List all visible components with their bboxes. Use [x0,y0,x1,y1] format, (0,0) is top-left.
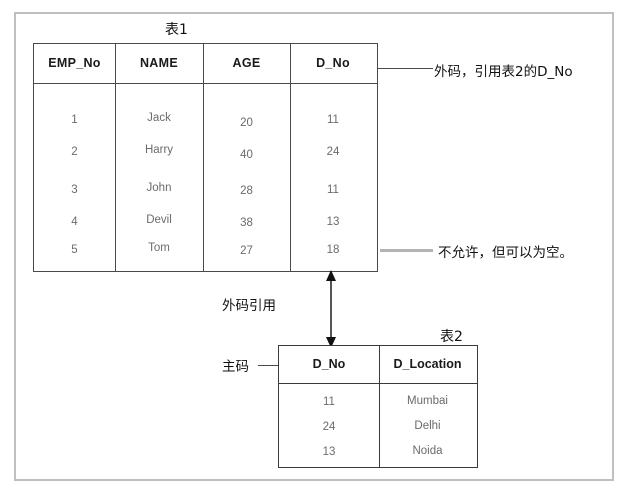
table1-header-d-no: D_No [316,56,350,70]
table2-header-d-location: D_Location [393,357,462,371]
table1-col-divider-3 [290,44,291,271]
table1-row: 24 [326,146,340,158]
foreign-key-reference-arrow [326,270,336,348]
foreign-key-connector-line [378,68,433,69]
table1-header-age: AGE [232,56,261,70]
table2-header-d-no: D_No [312,357,346,371]
primary-key-label: 主码 [222,359,249,375]
table1-row: 18 [326,244,340,256]
table2-row: 11 [323,396,335,408]
table1-col-divider-2 [203,44,204,271]
table2-col-divider-1 [379,346,380,467]
table2-header-rule [279,383,477,384]
table1-header-name: NAME [139,56,178,70]
table1-row: 2 [71,146,78,158]
table1-row: 27 [240,245,253,257]
employee-table: EMP_No NAME AGE D_No 1 Jack 20 11 2 Harr… [33,43,378,272]
nullable-connector-line [380,249,433,252]
foreign-key-annotation: 外码，引用表2的D_No [434,64,573,80]
outer-frame [14,12,614,481]
table2-row: Delhi [414,420,441,432]
table1-row: Tom [148,242,170,254]
table1-row: Devil [146,214,172,226]
table1-row: 4 [71,216,78,228]
table2-row: 24 [322,421,336,433]
table2-row: Noida [412,445,443,457]
table1-row: 38 [240,217,253,229]
table1-row: 1 [71,114,78,126]
table1-row: 5 [71,244,78,256]
table2-row: Mumbai [407,395,448,407]
table1-row: 20 [240,117,253,129]
table2-row: 13 [322,446,336,458]
department-table: D_No D_Location 11 Mumbai 24 Delhi 13 No… [278,345,478,468]
table1-row: 13 [326,216,340,228]
table1-row: 11 [327,114,339,126]
table1-row: 28 [240,185,253,197]
table1-row: John [146,182,172,194]
table1-header-emp-no: EMP_No [48,56,101,70]
nullable-annotation: 不允许，但可以为空。 [438,245,573,261]
table1-row: 3 [71,184,78,196]
table1-row: 40 [240,149,253,161]
table1-row: 11 [327,184,339,196]
table2-title: 表2 [440,329,463,345]
table1-row: Jack [147,112,171,124]
table1-row: Harry [144,144,174,156]
table1-title: 表1 [165,22,188,38]
table1-col-divider-1 [115,44,116,271]
table1-header-rule [34,83,377,84]
fk-reference-label: 外码引用 [222,298,276,314]
